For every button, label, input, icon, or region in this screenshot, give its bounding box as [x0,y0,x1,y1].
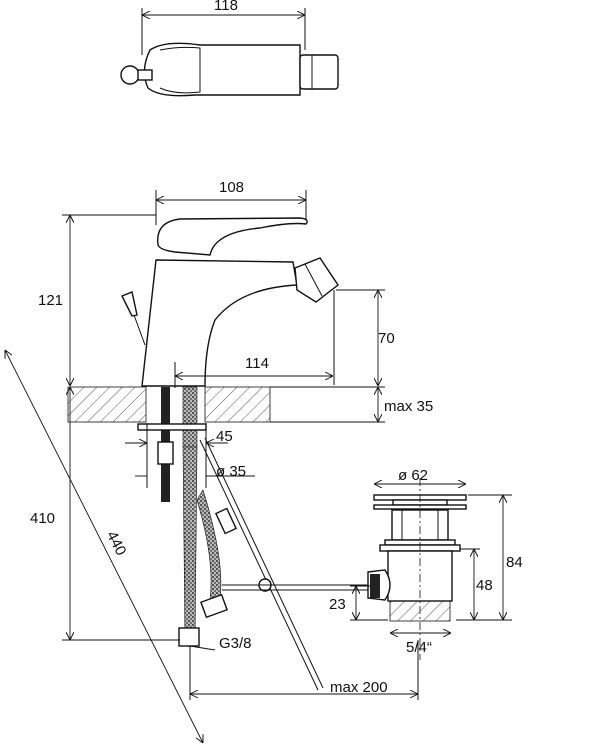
pop-up-rod [199,439,319,691]
pop-up-knob-top [120,65,140,85]
dim-label-410: 410 [30,510,55,527]
top-view: 118 [120,0,339,97]
dim-label-48: 48 [476,577,493,594]
dim-label-max-35: max 35 [384,398,433,415]
dim-label-118: 118 [214,0,238,14]
dim-label-108: 108 [219,179,244,196]
faucet-top-body [143,42,301,97]
aerator [294,257,339,303]
dim-label-max-200: max 200 [330,679,388,696]
aerator-top [299,54,339,90]
countertop-section-left [67,386,147,423]
faucet-body [141,259,298,387]
drain-waste: ø 62 84 48 23 5/4“ [329,467,523,660]
countertop-section-right [204,386,271,423]
dim-label-5-4: 5/4“ [406,639,432,656]
dim-label-70: 70 [378,330,395,347]
dimension-line-440 [5,350,203,743]
dim-label-121: 121 [38,292,63,309]
dim-label-45: 45 [216,428,233,445]
dim-label-dia-35: ø 35 [216,463,246,480]
dim-label-g3-8: G3/8 [219,635,252,652]
supply-hose [182,446,198,641]
dim-label-dia-62: ø 62 [398,467,428,484]
hose-nut [178,627,200,647]
dim-label-84: 84 [506,554,523,571]
lever-handle [156,217,308,256]
supply-hose-2 [196,489,222,601]
mounting-plate [137,423,207,431]
dim-label-23: 23 [329,596,346,613]
dim-label-440: 440 [103,528,130,558]
side-view: 108 121 70 114 max 35 4 [5,179,433,743]
pop-up-knob [121,291,138,317]
dim-label-114: 114 [245,355,269,372]
